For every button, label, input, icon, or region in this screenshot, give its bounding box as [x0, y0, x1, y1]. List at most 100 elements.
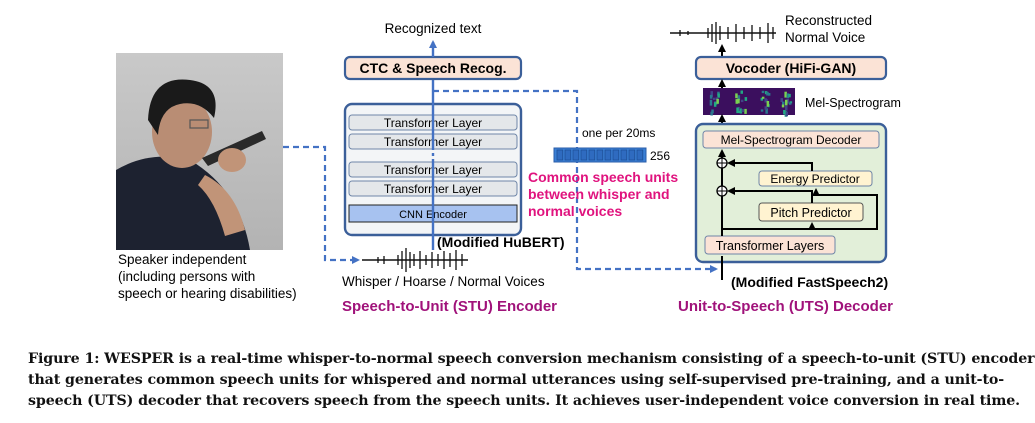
- input-waveform-icon: [362, 248, 468, 272]
- svg-text:Vocoder (HiFi-GAN): Vocoder (HiFi-GAN): [726, 60, 856, 76]
- mel-pixel: [741, 109, 745, 112]
- hubert-label: (Modified HuBERT): [437, 234, 565, 250]
- speech-unit-cell: [556, 149, 564, 161]
- mel-pixel: [785, 105, 788, 111]
- energy-predictor-box: Energy Predictor: [758, 170, 873, 187]
- svg-text:Mel-Spectrogram Decoder: Mel-Spectrogram Decoder: [721, 133, 862, 147]
- mel-pixel: [780, 98, 783, 102]
- mel-pixel: [783, 110, 786, 115]
- mel-pixel: [764, 91, 768, 95]
- speech-unit-cell: [604, 149, 612, 161]
- speech-units-vector: [553, 147, 647, 163]
- stu-input-label: Whisper / Hoarse / Normal Voices: [342, 274, 545, 289]
- svg-text:Energy Predictor: Energy Predictor: [770, 172, 859, 186]
- output-waveform-icon: [670, 22, 776, 44]
- mel-pixel: [761, 96, 765, 99]
- fastspeech2-label: (Modified FastSpeech2): [731, 274, 888, 290]
- mel-pixel: [786, 98, 789, 104]
- mel-pixel: [737, 111, 741, 113]
- speech-unit-cell: [572, 149, 580, 161]
- caption-line-3: speech (UTS) decoder that recovers speec…: [28, 393, 1020, 409]
- mel-pixel: [789, 101, 793, 104]
- mel-pixel: [744, 108, 747, 114]
- svg-text:CTC & Speech Recog.: CTC & Speech Recog.: [359, 60, 506, 76]
- mel-pixel: [765, 108, 768, 114]
- units-to-uts-arrow: [433, 89, 718, 273]
- mel-spectrogram-decoder-box: Mel-Spectrogram Decoder: [702, 130, 880, 149]
- mel-pixel: [716, 98, 719, 104]
- add-node-pitch-icon: [716, 185, 728, 197]
- mel-pixel: [740, 99, 744, 103]
- units-desc-line-3: normal voices: [528, 203, 622, 219]
- mel-pixel: [786, 93, 790, 99]
- add-node-energy-icon: [716, 157, 728, 169]
- speech-unit-cell: [588, 149, 596, 161]
- mel-pixel: [715, 97, 719, 100]
- units-desc-line-2: between whisper and: [528, 186, 670, 202]
- mel-spectrogram-label: Mel-Spectrogram: [805, 96, 901, 110]
- caption-line-2: that generates common speech units for w…: [28, 372, 1005, 388]
- caption-line-1: Figure 1: WESPER is a real-time whisper-…: [28, 351, 1035, 367]
- speaker-caption-line-1: Speaker independent: [118, 252, 247, 267]
- stu-title: Speech-to-Unit (STU) Encoder: [342, 298, 557, 315]
- recognized-text-label: Recognized text: [385, 21, 482, 36]
- mel-pixel: [740, 90, 743, 94]
- vocoder-box: Vocoder (HiFi-GAN): [694, 55, 888, 81]
- photo-to-input-arrow: [283, 145, 360, 264]
- pitch-predictor-box: Pitch Predictor: [758, 202, 864, 222]
- mel-pixel: [709, 94, 713, 99]
- mel-pixel: [737, 106, 741, 113]
- mel-pixel: [788, 102, 792, 105]
- mel-pixel: [736, 107, 739, 114]
- mel-pixel: [785, 111, 788, 117]
- mel-spectrogram-image: [703, 88, 795, 117]
- mel-pixel: [713, 102, 717, 107]
- speech-unit-cell: [612, 149, 620, 161]
- transformer-layers-box: Transformer Layers: [704, 235, 836, 255]
- mel-pixel: [711, 109, 714, 114]
- units-desc-line-1: Common speech units: [528, 169, 678, 185]
- reconstructed-label-1: Reconstructed: [785, 13, 872, 28]
- svg-text:Transformer Layers: Transformer Layers: [716, 239, 825, 253]
- unit-rate-label: one per 20ms: [582, 126, 655, 140]
- speech-unit-cell: [580, 149, 588, 161]
- mel-pixel: [712, 97, 716, 100]
- svg-text:Pitch Predictor: Pitch Predictor: [770, 206, 851, 220]
- speech-unit-cell: [628, 149, 636, 161]
- mel-pixel: [784, 91, 787, 98]
- uts-flow-lines: [718, 149, 878, 280]
- mel-pixel: [735, 93, 738, 99]
- speech-unit-cell: [596, 149, 604, 161]
- mel-pixel: [766, 101, 770, 107]
- mel-pixel: [765, 99, 768, 102]
- ctc-speech-recog-box: CTC & Speech Recog.: [343, 55, 523, 81]
- speaker-caption-line-3: speech or hearing disabilities): [118, 286, 297, 301]
- mel-pixel: [735, 99, 738, 104]
- mel-pixel: [709, 99, 713, 106]
- figure-caption: Figure 1: WESPER is a real-time whisper-…: [28, 349, 1035, 412]
- mel-pixel: [760, 97, 764, 101]
- speech-unit-cell: [620, 149, 628, 161]
- speaker-photo: [116, 53, 283, 250]
- mel-pixel: [737, 95, 741, 101]
- uts-title: Unit-to-Speech (UTS) Decoder: [678, 298, 893, 315]
- mel-pixel: [764, 106, 767, 110]
- speech-unit-cell: [636, 149, 644, 161]
- reconstructed-label-2: Normal Voice: [785, 30, 865, 45]
- mel-pixel: [760, 109, 764, 112]
- mel-pixel: [785, 99, 788, 106]
- mel-pixel: [739, 109, 743, 114]
- mel-pixel: [744, 97, 748, 101]
- mel-pixel: [766, 91, 769, 96]
- mel-pixel: [710, 91, 713, 97]
- mel-pixel: [767, 93, 771, 96]
- mel-pixel: [761, 90, 765, 94]
- mel-pixel: [788, 93, 791, 98]
- speaker-caption-line-2: (including persons with: [118, 269, 255, 284]
- fastspeech2-container: [694, 122, 888, 264]
- mel-pixel: [710, 111, 713, 116]
- speech-unit-cell: [564, 149, 572, 161]
- mel-pixel: [717, 93, 720, 98]
- mel-pixel: [782, 101, 785, 105]
- mel-pixel: [781, 104, 785, 108]
